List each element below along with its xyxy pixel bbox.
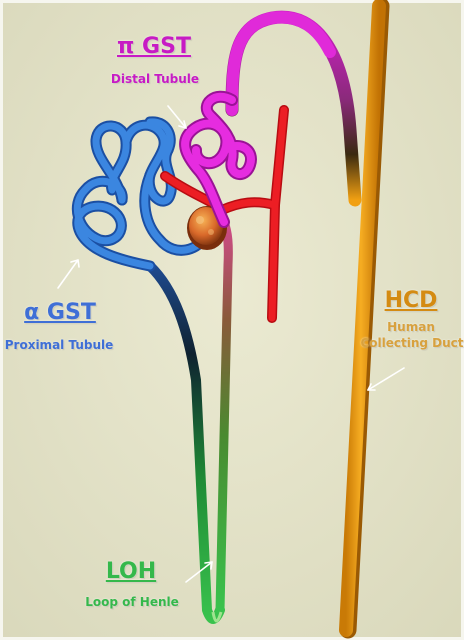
loh-title: LOH	[96, 559, 166, 584]
distal-tubule-label: Distal Tubule	[100, 72, 210, 87]
hcd-title: HCD	[376, 288, 446, 313]
alpha-gst-title: α GST	[10, 300, 110, 325]
hcd-subtitle-line1: Human	[376, 320, 446, 335]
proximal-tubule-label: Proximal Tubule	[0, 338, 118, 353]
loop-of-henle-label: Loop of Henle	[74, 595, 190, 610]
hcd-subtitle-line2: Collecting Duct	[356, 336, 464, 351]
pi-gst-title: π GST	[104, 34, 204, 59]
